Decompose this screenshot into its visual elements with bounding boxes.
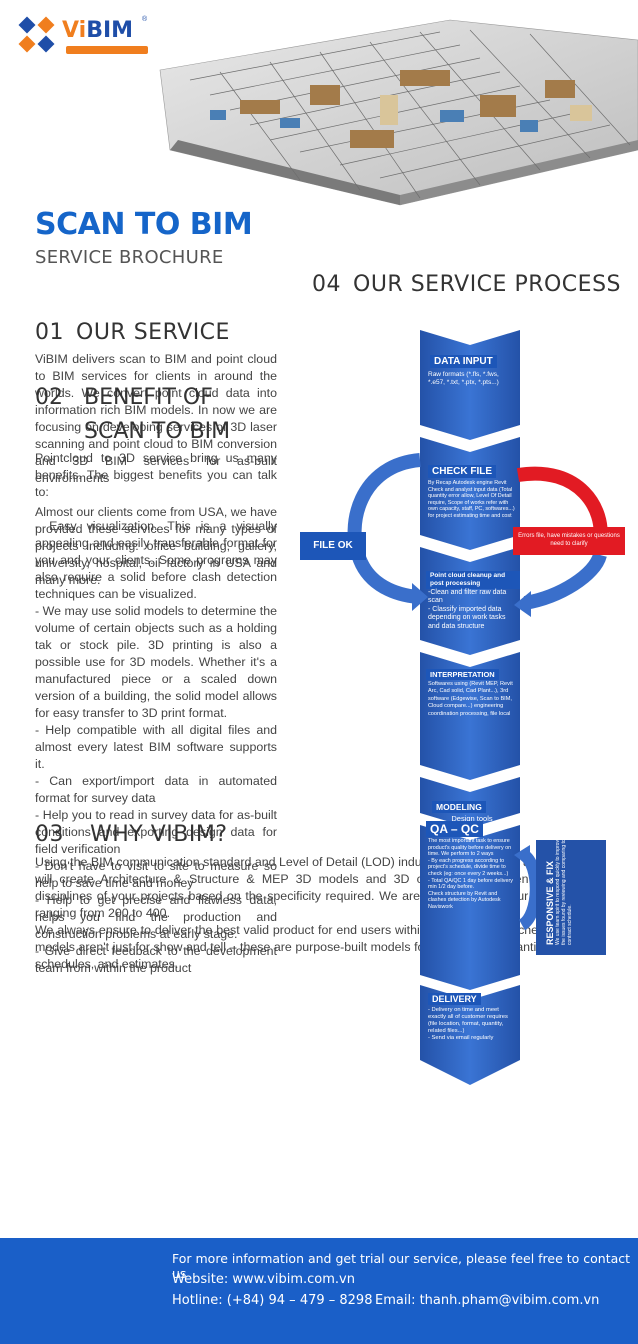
brochure-subtitle: SERVICE BROCHURE [35,247,224,268]
interpretation-text: Softwares using (Revit MEP, Revit Arc, C… [428,681,513,717]
qa-qc-text: The most important task to ensure produc… [428,838,513,910]
footer-cta: For more information and get trial our s… [172,1251,631,1281]
section-02-heading: 02 BENEFIT OF SCAN TO BIM [35,385,231,444]
logo-tagline-bar [66,46,148,54]
delivery-text: - Delivery on time and meet exactly all … [428,1007,508,1041]
interpretation-title: INTERPRETATION [426,669,499,680]
logo-wordmark: ViBIM [62,18,134,43]
contact-footer: For more information and get trial our s… [0,1238,638,1344]
cleanup-text: -Clean and filter raw data scan - Classi… [428,589,507,630]
logo-registered: ® [142,16,148,23]
modeling-text: Design tools [451,814,493,823]
building-model-illustration [159,19,638,206]
footer-website[interactable]: Website: www.vibim.com.vn [172,1272,355,1287]
errors-label: Errors file, have mistakes or questions … [513,527,625,555]
vibim-logo: ViBIM ® [18,14,148,60]
cleanup-title: Point cloud cleanup and post processing [426,571,520,589]
file-ok-label: FILE OK [300,532,366,560]
section-01-body: ViBIM delivers scan to BIM and point clo… [35,352,277,587]
responsive-fix-title: RESPONSIVE & FIX [545,860,555,945]
section-02-body: Pointcloud to 3D service bring us many b… [35,451,277,975]
responsive-fix-panel: RESPONSIVE & FIX We use team spirit to r… [545,835,573,945]
delivery-title: DELIVERY [428,993,481,1005]
qa-qc-title: QA – QC [426,821,483,837]
data-input-title: DATA INPUT [430,355,497,368]
data-input-text: Raw formats (*.fls, *.fws, *.e57, *.txt,… [428,371,499,386]
footer-email[interactable]: Email: thanh.pham@vibim.com.vn [375,1293,600,1308]
check-file-title: CHECK FILE [428,465,496,478]
logo-mark-icon [18,16,55,53]
service-process-diagram: FILE OK Errors file, have mistakes or qu… [300,325,638,1085]
brochure-title: SCAN TO BIM [35,207,253,242]
responsive-fix-text: We use team spirit to respond quickly to… [555,837,573,945]
check-file-text: By Recap Autodesk engine Revit Check and… [428,480,515,519]
footer-hotline[interactable]: Hotline: (+84) 94 – 479 – 8298 [172,1293,373,1308]
modeling-title: MODELING [432,801,486,813]
